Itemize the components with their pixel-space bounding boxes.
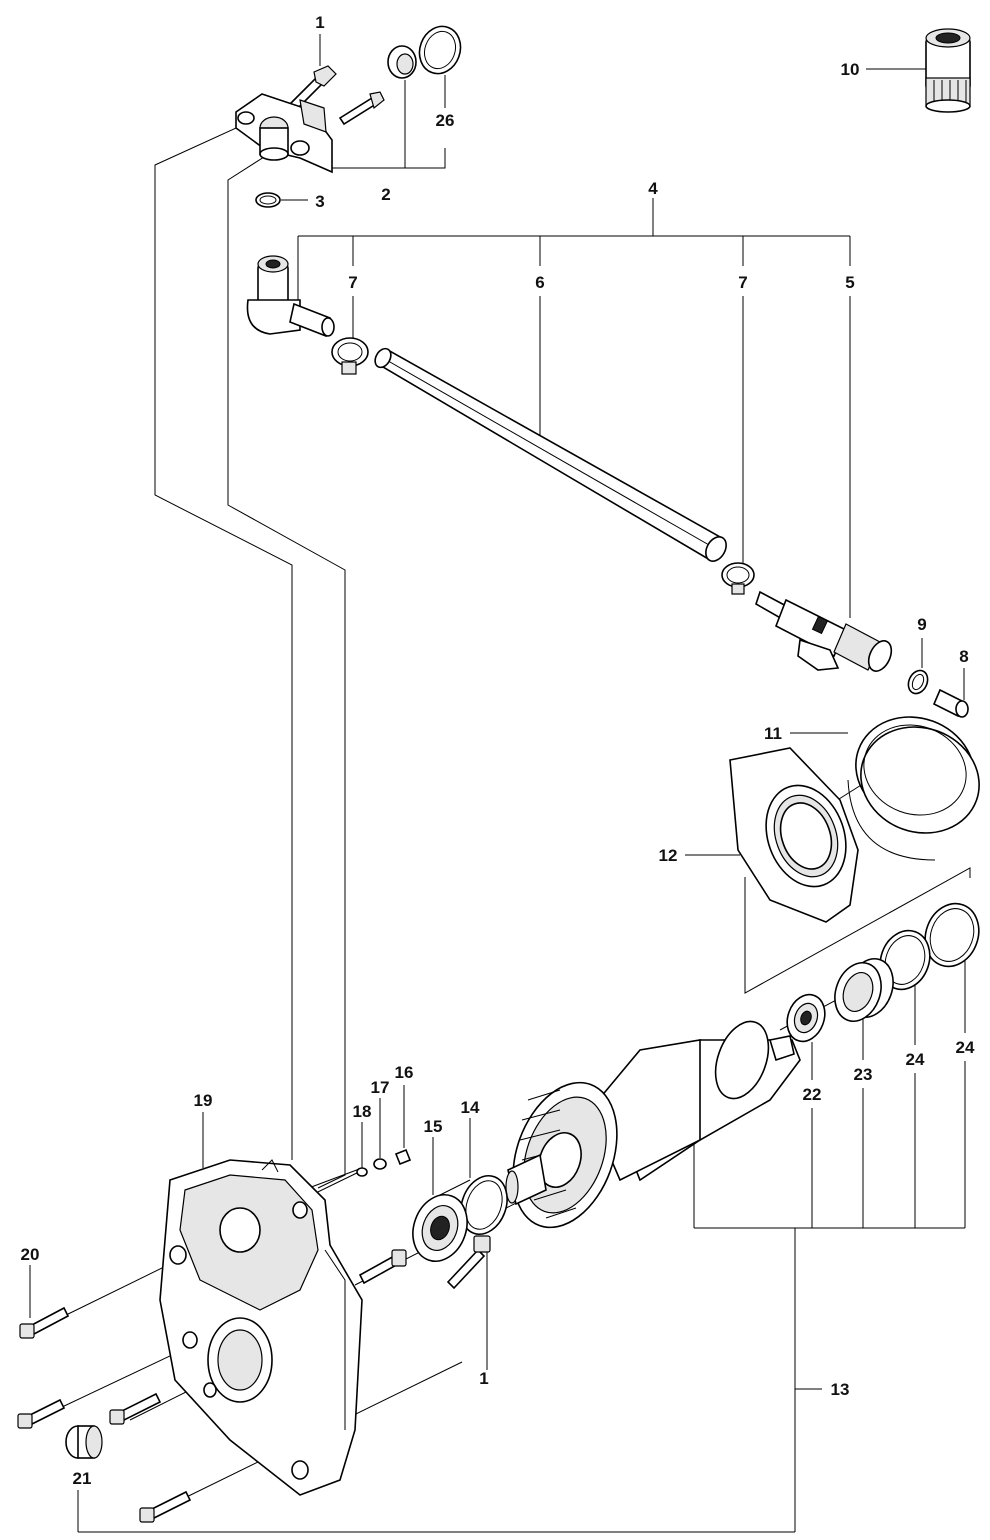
label-part-11: 11 [764, 724, 782, 743]
part-22-bearing [786, 993, 826, 1043]
housing-bolt-mid [109, 1392, 162, 1425]
label-part-13: 13 [831, 1380, 850, 1399]
label-part-15: 15 [424, 1117, 443, 1136]
label-part-6: 6 [535, 273, 544, 292]
part-16-screw [394, 1148, 412, 1166]
armature-rotor [505, 1020, 801, 1229]
label-part-20: 20 [21, 1245, 40, 1264]
part-2-upper-bracket [235, 45, 417, 174]
housing-bolt-bottom [139, 1490, 192, 1523]
part-7-hose-clamp-right [721, 562, 755, 595]
label-part-8: 8 [959, 647, 968, 666]
part-21-plug [65, 1425, 103, 1459]
label-part-16: 16 [395, 1063, 414, 1082]
label-part-12: 12 [659, 846, 678, 865]
label-part-23: 23 [854, 1065, 873, 1084]
label-part-7-left: 7 [348, 273, 357, 292]
label-part-18: 18 [353, 1102, 372, 1121]
label-part-22: 22 [803, 1085, 822, 1104]
label-part-24-left: 24 [906, 1050, 925, 1069]
part-12-shroud [729, 747, 859, 923]
housing-bolt-upper-right [358, 1249, 407, 1285]
label-part-24-right: 24 [956, 1038, 975, 1057]
part-7-hose-clamp-left [331, 337, 369, 375]
part-24-o-ring-right [924, 902, 980, 968]
part-9-o-ring [907, 669, 929, 695]
part-14-circlip [460, 1175, 508, 1235]
part-labels: 1 26 2 3 4 7 6 7 5 10 9 8 11 12 22 23 24… [21, 13, 975, 1488]
housing-bolt-left-lower [17, 1398, 66, 1429]
label-part-5: 5 [845, 273, 854, 292]
part-20-bolt [19, 1306, 70, 1339]
part-15-bearing [412, 1194, 468, 1262]
elbow-fitting [246, 255, 335, 338]
label-part-7-right: 7 [738, 273, 747, 292]
part-3-o-ring [255, 192, 281, 208]
label-part-3: 3 [315, 192, 324, 211]
part-23-sleeve [834, 958, 894, 1022]
label-part-19: 19 [194, 1091, 213, 1110]
part-17-washer [373, 1158, 387, 1170]
part-26-o-ring [418, 25, 462, 75]
label-part-9: 9 [917, 615, 926, 634]
part-18-washer [356, 1167, 368, 1177]
part-6-hose [374, 347, 727, 562]
part-8-pin [932, 688, 969, 718]
label-part-10: 10 [841, 60, 860, 79]
label-part-21: 21 [73, 1469, 92, 1488]
part-10-coupling [925, 28, 971, 113]
part-19-gear-housing [159, 1159, 363, 1496]
label-part-26: 26 [436, 111, 455, 130]
label-part-1-top: 1 [315, 13, 324, 32]
part-5-connector [755, 590, 893, 672]
label-part-2: 2 [381, 185, 390, 204]
label-part-17: 17 [371, 1078, 390, 1097]
label-part-4: 4 [648, 179, 658, 198]
part-11-ring-band [847, 716, 980, 861]
label-part-14: 14 [461, 1098, 480, 1117]
label-part-1-bottom: 1 [479, 1369, 488, 1388]
part-1-lower-bolt [446, 1235, 491, 1290]
